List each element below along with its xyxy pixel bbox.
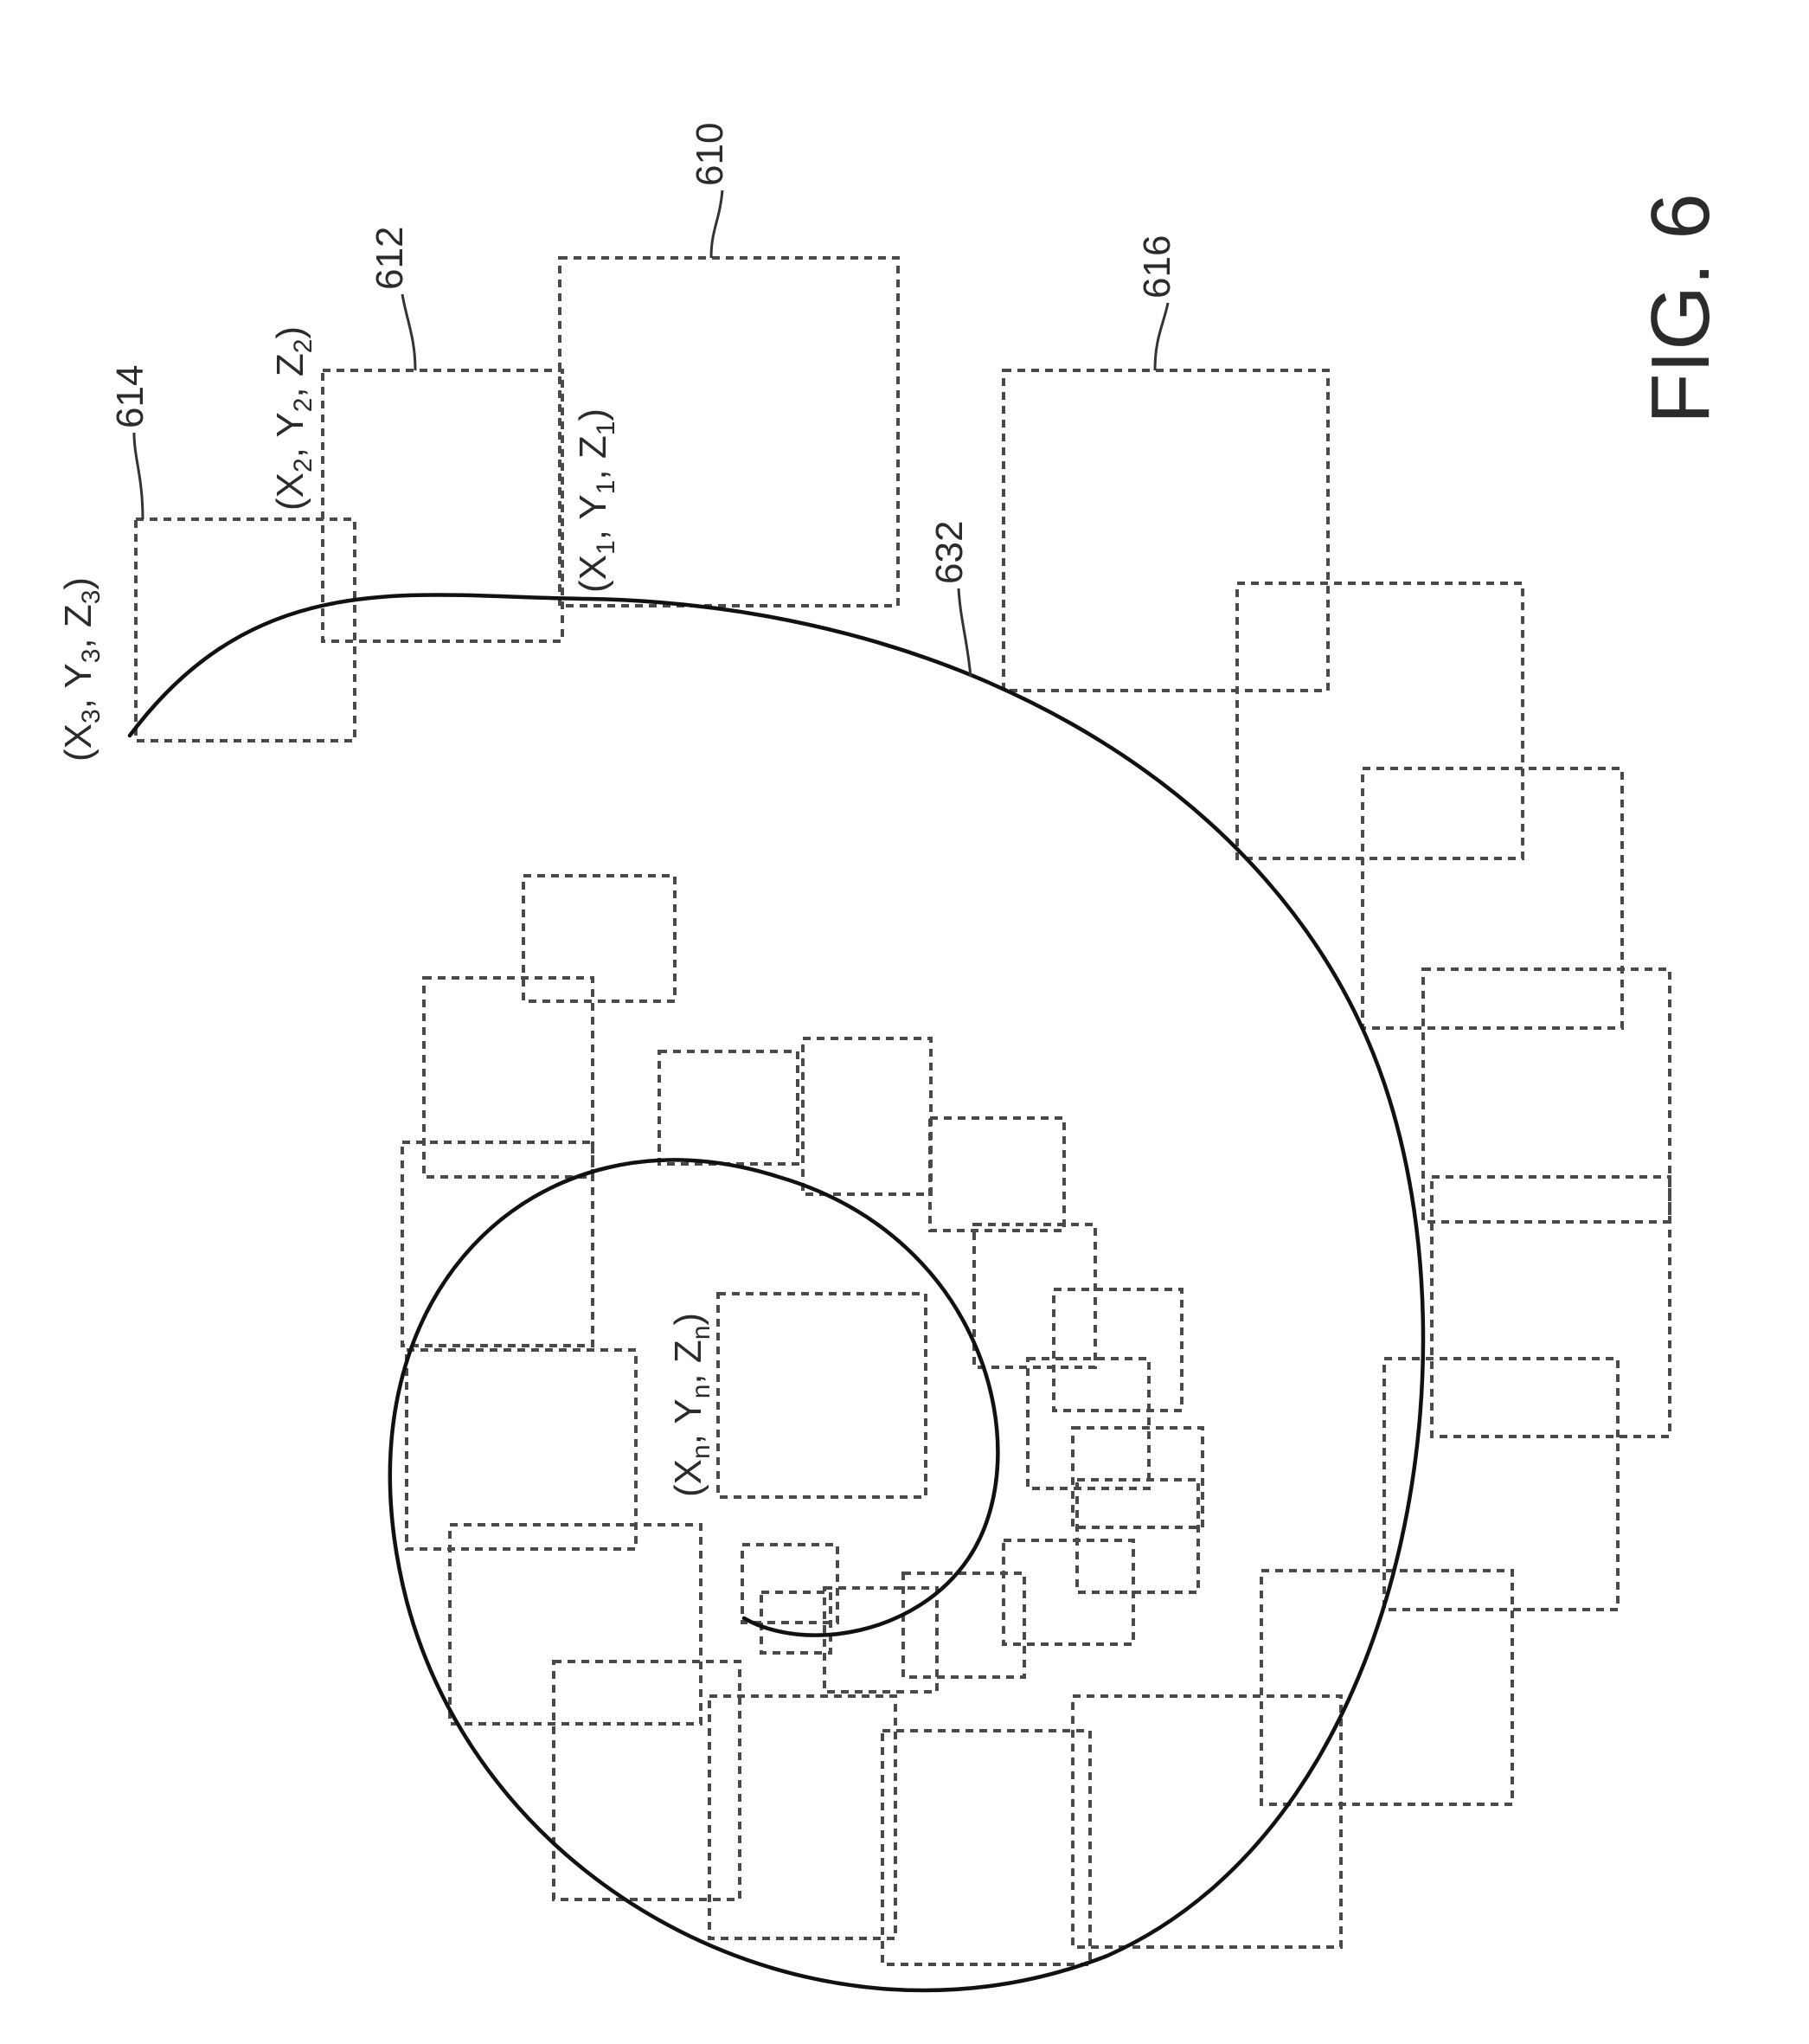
outer-box-group	[136, 258, 1670, 1964]
box-n	[718, 1294, 926, 1497]
outer-box	[424, 978, 593, 1177]
inner-box	[1077, 1480, 1198, 1592]
outer-box	[882, 1731, 1090, 1964]
outer-box	[407, 1350, 636, 1549]
figure-label: FIG. 6	[1634, 193, 1727, 424]
ref-614: 614	[109, 365, 151, 428]
inner-box	[742, 1545, 837, 1623]
leader-632	[959, 588, 971, 677]
box-616	[1004, 370, 1328, 691]
leader-614	[134, 433, 143, 519]
inner-box	[974, 1224, 1095, 1367]
coord-label-pn: (Xn, Yn, Zn)	[667, 1313, 715, 1497]
outer-box	[402, 1142, 593, 1346]
ref-616: 616	[1136, 235, 1178, 299]
outer-box	[523, 876, 675, 1001]
inner-box	[1028, 1359, 1149, 1488]
outer-box	[1432, 1177, 1670, 1437]
inner-box	[1054, 1289, 1182, 1411]
outer-box	[709, 1696, 895, 1938]
leader-612	[402, 294, 415, 370]
outer-box	[1261, 1571, 1512, 1804]
outer-box	[450, 1525, 701, 1724]
outer-box	[1423, 969, 1670, 1222]
outer-box	[1073, 1696, 1341, 1947]
inner-box	[803, 1038, 931, 1194]
ref-632: 632	[928, 521, 971, 584]
coord-label-p3: (X3, Y3, Z3)	[57, 577, 106, 762]
ref-612: 612	[369, 227, 411, 290]
coord-label-p1: (X1, Y1, Z1)	[572, 408, 620, 593]
leader-610	[711, 190, 722, 258]
inner-box	[659, 1051, 798, 1164]
inner-box	[1073, 1428, 1203, 1527]
inner-box-group	[659, 1038, 1203, 1692]
leader-616	[1155, 303, 1168, 370]
ref-610: 610	[689, 123, 731, 186]
outer-box	[1363, 768, 1622, 1028]
inner-box	[930, 1118, 1064, 1231]
coord-label-p2: (X2, Y2, Z2)	[269, 326, 318, 511]
outer-box	[1237, 583, 1523, 858]
